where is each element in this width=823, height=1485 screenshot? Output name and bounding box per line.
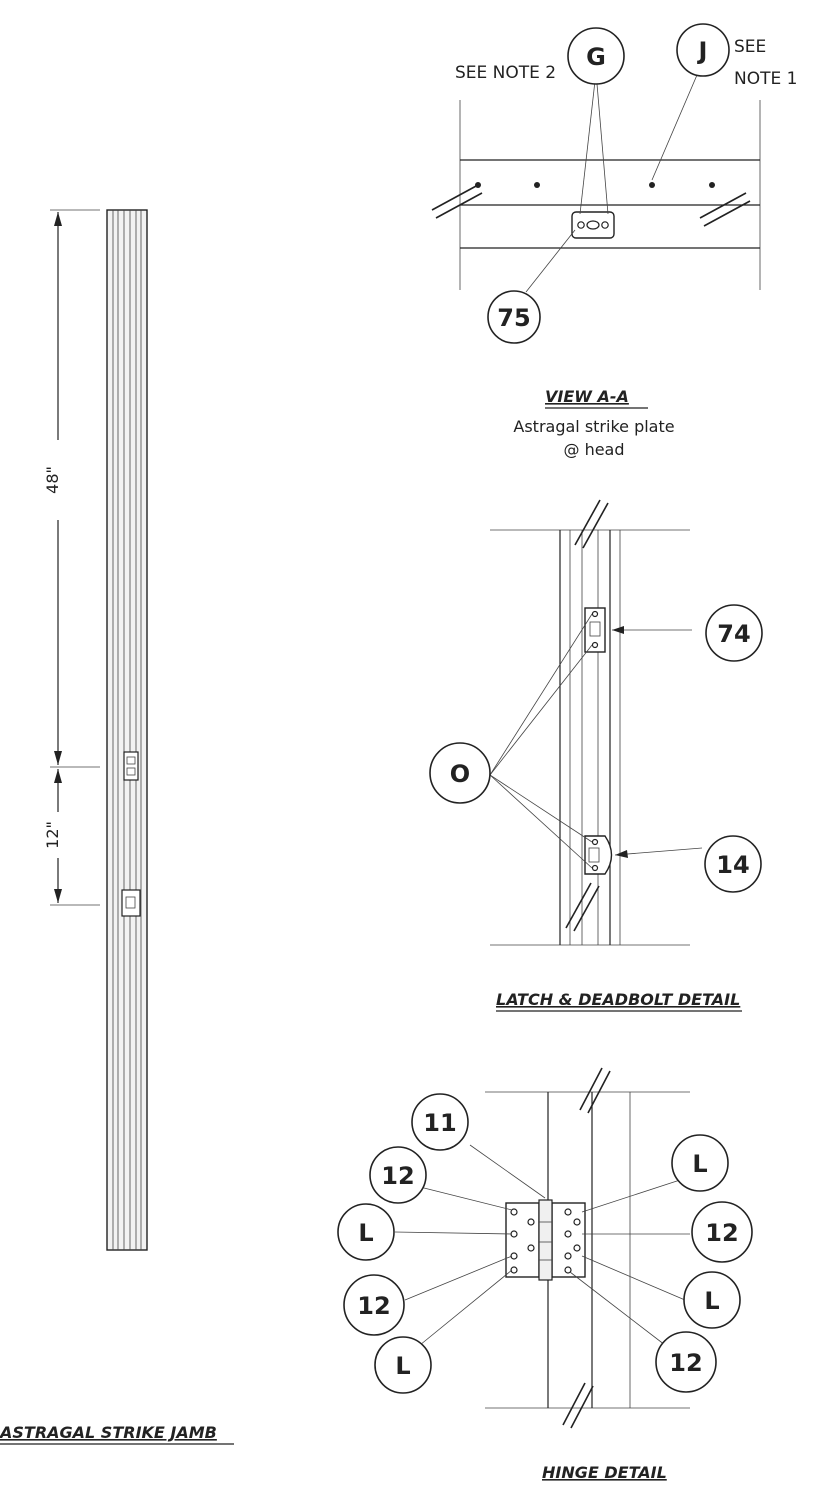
latch-deadbolt-title: LATCH & DEADBOLT DETAIL [496, 990, 740, 1009]
svg-text:L: L [692, 1150, 707, 1178]
svg-text:L: L [395, 1352, 410, 1380]
svg-text:14: 14 [716, 851, 749, 879]
svg-text:L: L [704, 1287, 719, 1315]
view-aa-caption-line1: Astragal strike plate [513, 417, 674, 436]
svg-text:G: G [586, 43, 606, 71]
astragal-strike-jamb-title: ASTRAGAL STRIKE JAMB [0, 1423, 217, 1442]
callout-12-lower-right: 12 [655, 1331, 717, 1393]
see-note-2-label: SEE NOTE 2 [455, 63, 556, 83]
callout-12-upper-right: 12 [691, 1201, 753, 1263]
svg-text:12: 12 [381, 1162, 414, 1190]
dimension-48-label: 48" [43, 466, 62, 494]
callout-l-right-upper: L [671, 1134, 729, 1192]
callout-l-left-lower: L [374, 1336, 432, 1394]
svg-text:12: 12 [357, 1292, 390, 1320]
callout-12-lower-left: 12 [343, 1274, 405, 1336]
svg-text:75: 75 [497, 304, 530, 332]
callout-l-left-upper: L [337, 1203, 395, 1261]
hinge-leaf-left [505, 1202, 540, 1278]
see-note-1-line1: SEE [734, 37, 766, 57]
callout-o: O [429, 742, 491, 804]
hinge-knuckle [538, 1199, 553, 1281]
callout-g: G [567, 27, 625, 85]
view-aa-drawing [431, 71, 761, 293]
dimension-12-label: 12" [43, 821, 62, 849]
svg-text:12: 12 [669, 1349, 702, 1377]
callout-12-upper-left: 12 [369, 1146, 427, 1204]
view-aa-title: VIEW A-A [545, 387, 629, 406]
astragal-strike-jamb-elevation [106, 209, 148, 1251]
svg-text:O: O [450, 760, 470, 788]
callout-74: 74 [705, 604, 763, 662]
deadbolt-strike-plate [123, 751, 139, 781]
callout-j: J [676, 23, 730, 77]
callout-14: 14 [704, 835, 762, 893]
jamb-dimension-line: 48" 12" [43, 209, 100, 906]
svg-text:11: 11 [423, 1109, 456, 1137]
callout-11: 11 [411, 1093, 469, 1151]
view-aa-caption-line2: @ head [563, 440, 624, 459]
latch-strike-plate [121, 889, 141, 917]
latch-strike [584, 835, 613, 875]
callout-l-right-lower: L [683, 1271, 741, 1329]
svg-text:12: 12 [705, 1219, 738, 1247]
latch-deadbolt-drawing [489, 499, 703, 946]
callout-75: 75 [487, 290, 541, 344]
hinge-drawing [394, 1067, 690, 1429]
svg-text:J: J [697, 37, 708, 65]
hinge-detail-title: HINGE DETAIL [542, 1463, 667, 1482]
see-note-1-line2: NOTE 1 [734, 69, 797, 89]
svg-text:74: 74 [717, 620, 750, 648]
svg-text:L: L [358, 1219, 373, 1247]
deadbolt-strike [584, 607, 606, 653]
